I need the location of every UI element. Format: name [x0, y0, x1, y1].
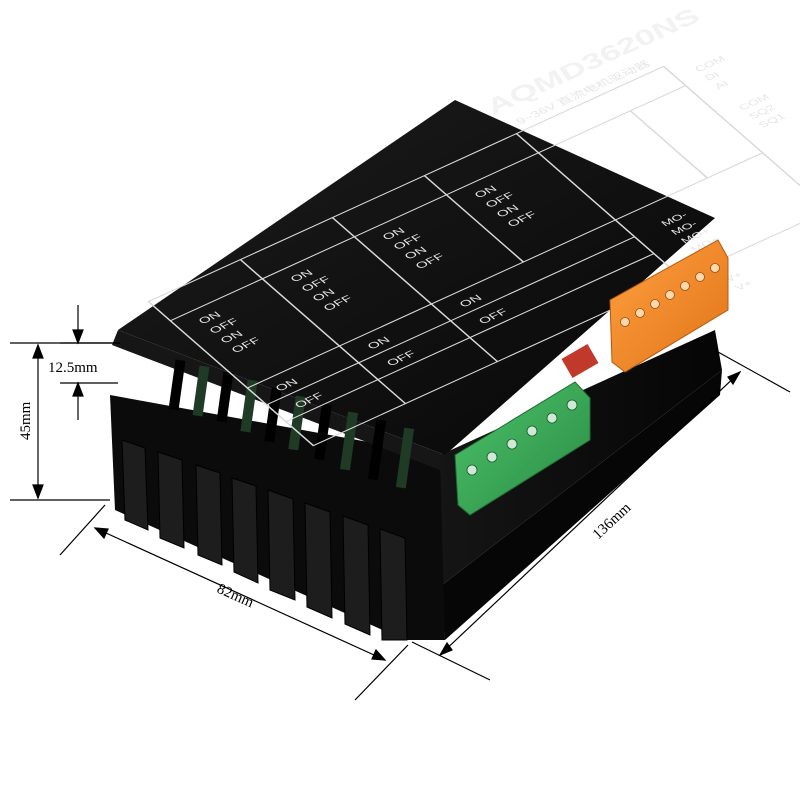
fin-height-label: 12.5mm	[48, 360, 98, 376]
width-label: 82mm	[214, 581, 256, 611]
model-label: AQMD3620NS	[477, 5, 707, 119]
dimension-annotations	[10, 305, 791, 701]
orange-terminal-block	[609, 239, 729, 373]
height-label: 45mm	[18, 401, 34, 440]
length-label: 136mm	[590, 500, 635, 543]
dip-switch	[561, 343, 599, 379]
svg-text:AI: AI	[713, 80, 732, 92]
heatsink-fins	[121, 439, 408, 641]
svg-text:DI: DI	[703, 71, 722, 83]
svg-text:COM: COM	[693, 55, 728, 74]
settings-table	[147, 65, 800, 447]
green-terminal-block	[454, 381, 591, 516]
